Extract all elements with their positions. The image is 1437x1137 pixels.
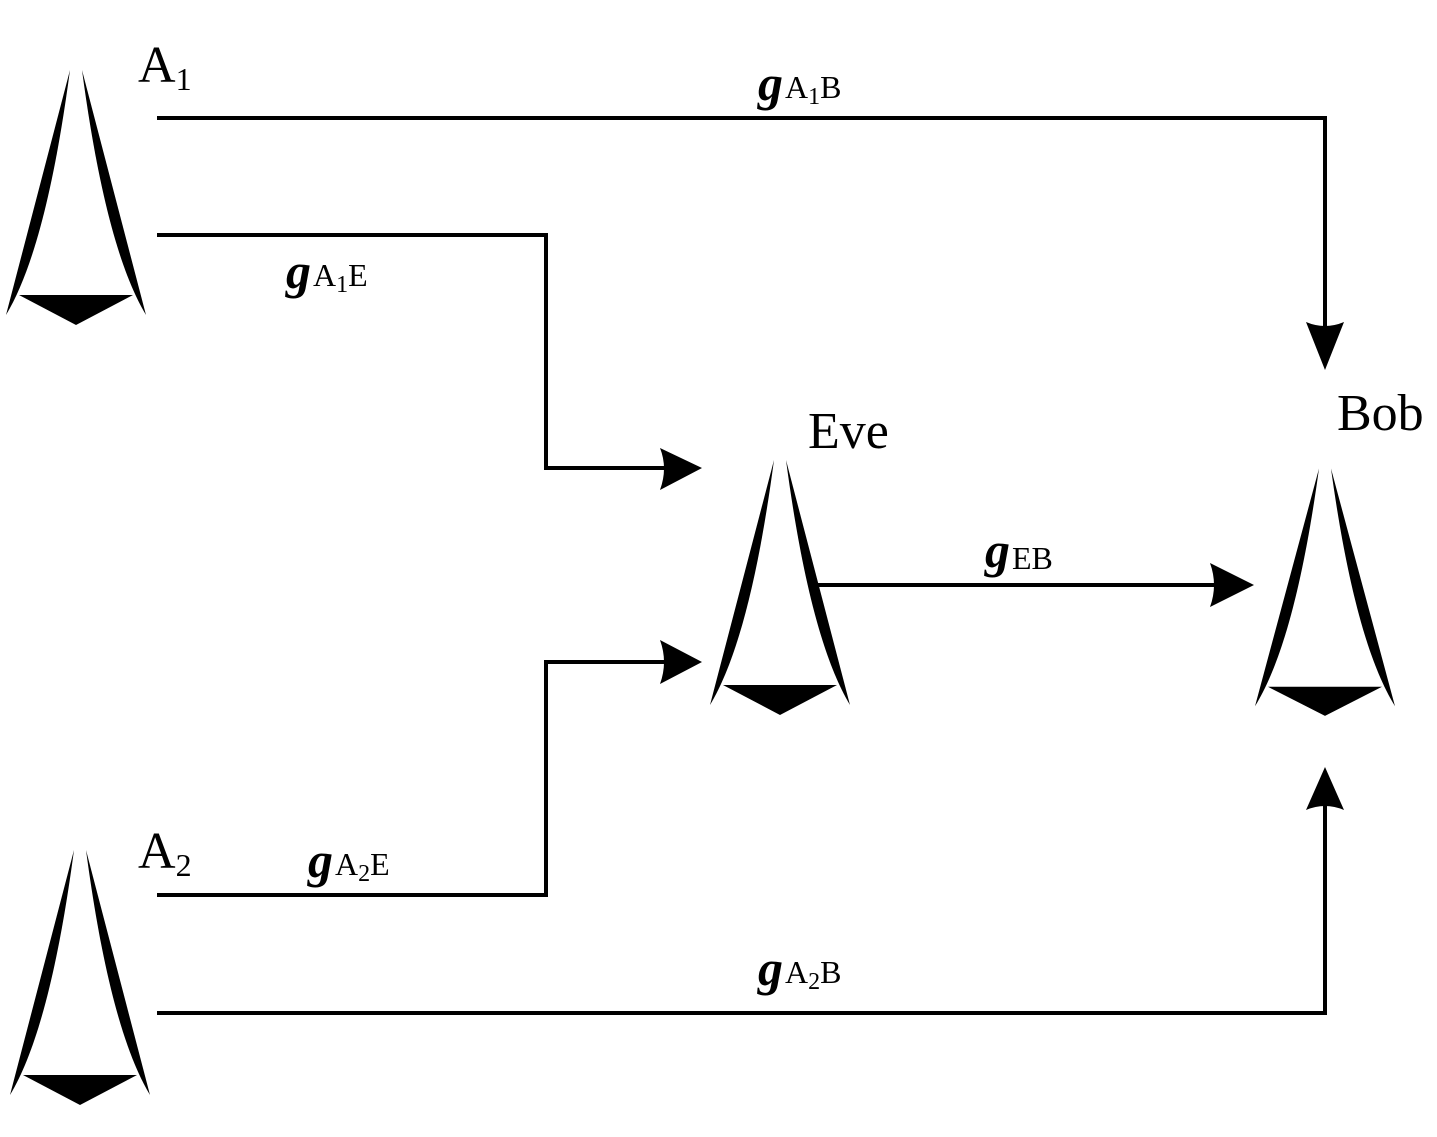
edge-label-a1-eve: gA1E bbox=[285, 243, 368, 299]
node-label-bob: Bob bbox=[1337, 385, 1424, 442]
node-label-a2: A2 bbox=[138, 823, 192, 883]
edge-eve-bob bbox=[818, 563, 1254, 607]
radio-tower-icon-a1 bbox=[6, 0, 146, 355]
edge-label-a2-eve: gA2E bbox=[307, 832, 390, 888]
edge-label-eve-bob: gEB bbox=[984, 522, 1053, 578]
edge-a1-bob bbox=[157, 116, 1344, 370]
radio-tower-icon-bob bbox=[1255, 400, 1395, 745]
edge-label-a1-bob: gA1B bbox=[757, 55, 841, 111]
edge-a2-bob bbox=[157, 767, 1344, 1015]
node-label-eve: Eve bbox=[808, 403, 889, 460]
edge-a2-eve bbox=[157, 640, 702, 897]
node-label-a1: A1 bbox=[138, 37, 192, 97]
radio-tower-icon-a2 bbox=[10, 780, 150, 1135]
edge-a1-eve bbox=[157, 233, 702, 490]
edge-label-a2-bob: gA2B bbox=[757, 940, 841, 996]
